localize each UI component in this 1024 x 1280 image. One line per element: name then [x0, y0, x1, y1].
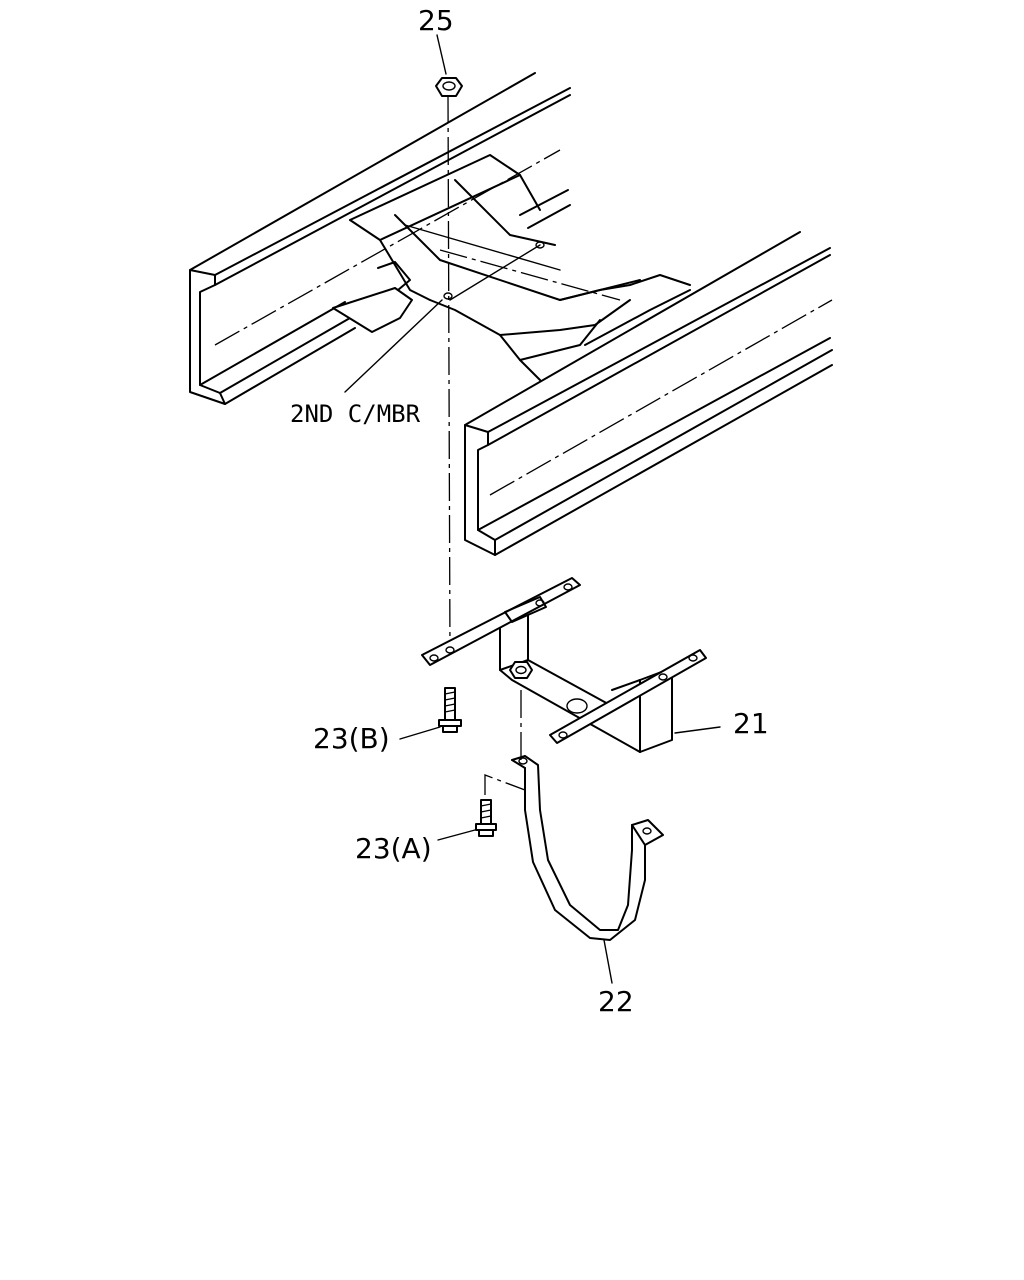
label-part-23b: 23(B)	[313, 722, 390, 755]
nut-25-icon	[435, 77, 463, 97]
bolt-axis-line	[447, 94, 451, 656]
label-part-23a: 23(A)	[355, 832, 432, 865]
bolt-a-axis-line	[484, 774, 526, 795]
bracket-21	[421, 577, 707, 753]
right-frame-rail	[464, 231, 833, 556]
bolt-23a-icon	[475, 799, 497, 837]
label-cross-member: 2ND C/MBR	[290, 400, 421, 428]
cross-member	[332, 154, 691, 381]
label-part-21: 21	[733, 707, 769, 740]
label-part-22: 22	[598, 985, 634, 1018]
bolt-23b-icon	[438, 687, 462, 733]
strap-22	[511, 755, 664, 941]
label-part-25: 25	[418, 4, 454, 37]
leader-lines	[344, 34, 721, 984]
left-frame-rail	[189, 72, 571, 405]
